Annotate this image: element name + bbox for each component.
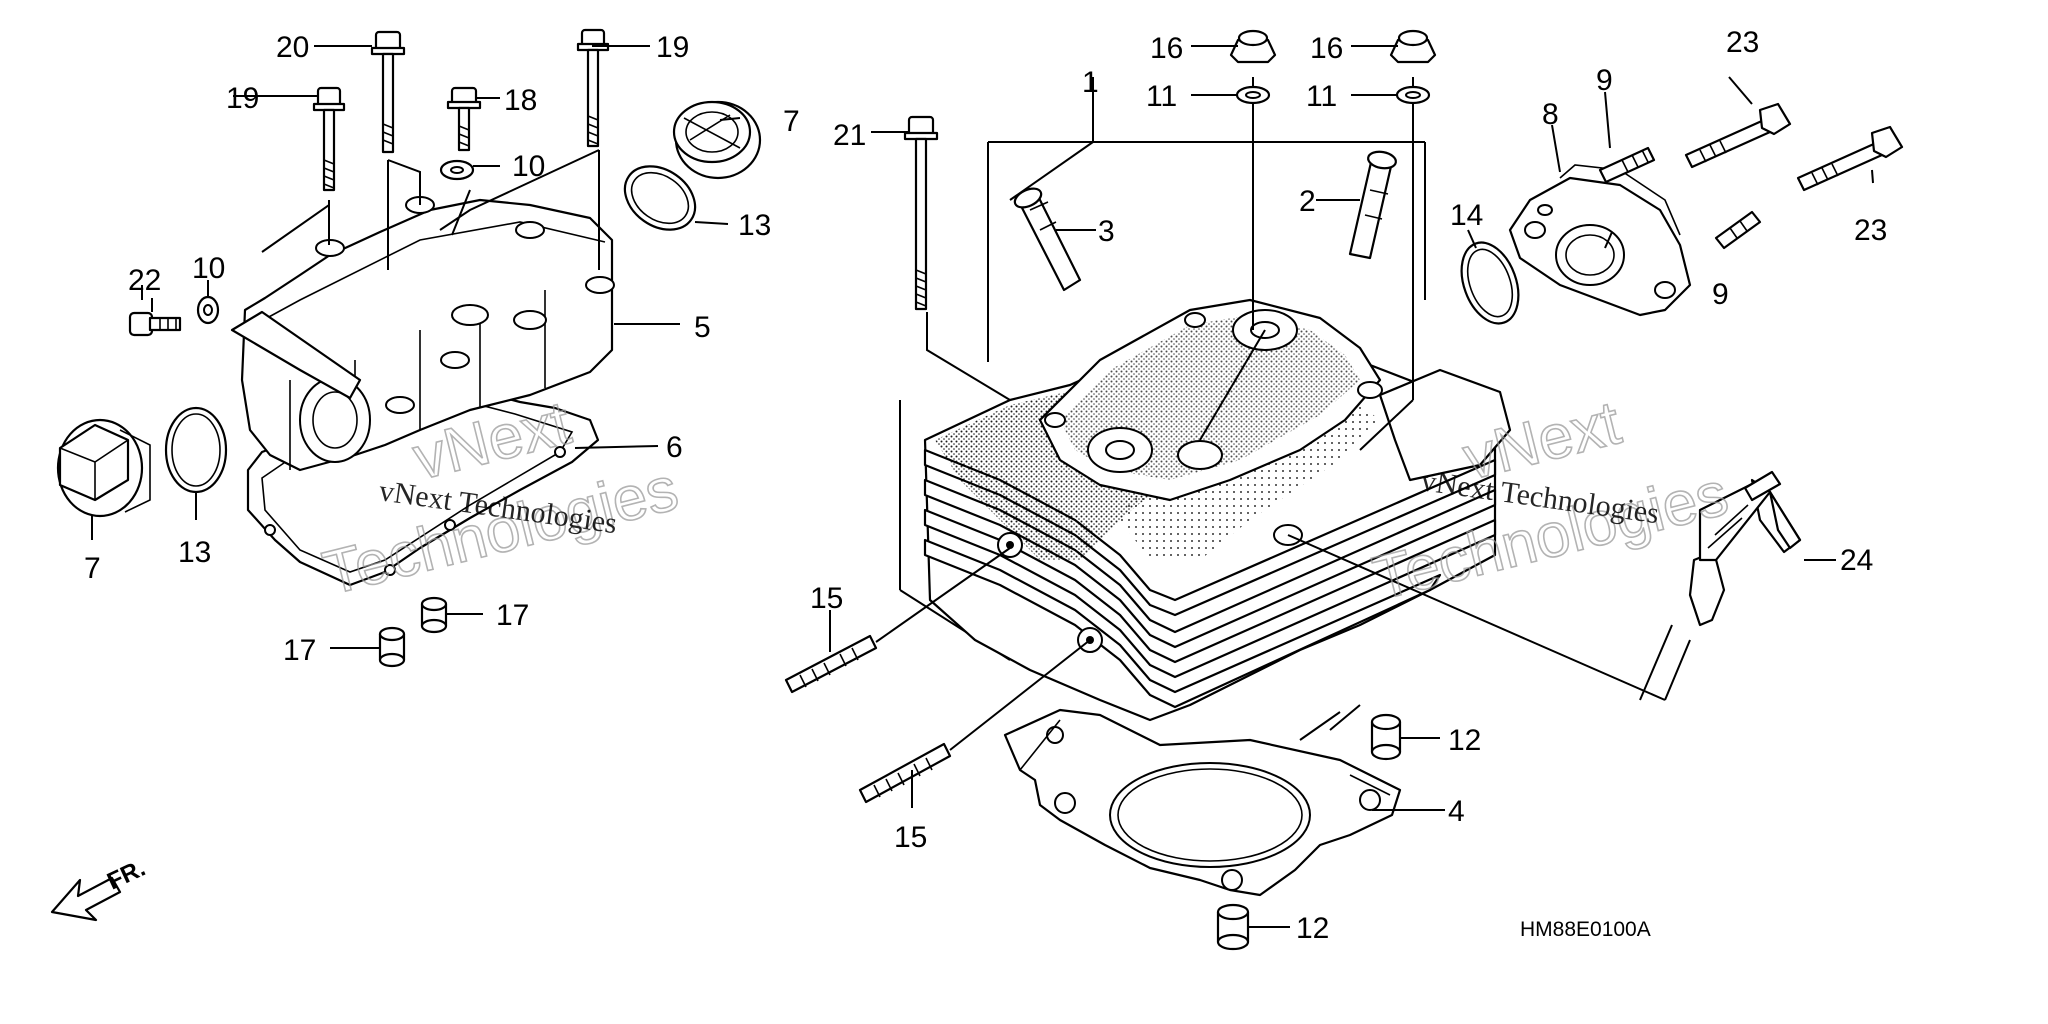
callout-22: 22 [128, 264, 161, 297]
cover-bolt-18[interactable] [446, 86, 482, 152]
flange-bolt-23b[interactable] [1796, 125, 1904, 192]
callout-12a: 12 [1448, 724, 1481, 757]
flange-bolt-23a[interactable] [1684, 102, 1792, 169]
o-ring-14[interactable] [1451, 235, 1529, 332]
callout-9b: 9 [1712, 278, 1729, 311]
dowel-pin-17b[interactable] [378, 626, 406, 668]
cover-bolt-19b[interactable] [576, 28, 610, 148]
callout-12b: 12 [1296, 912, 1329, 945]
callout-13b: 13 [738, 209, 771, 242]
dowel-pin-17a[interactable] [420, 596, 448, 634]
stud-bolt-15b[interactable] [858, 742, 952, 804]
callout-16a: 16 [1150, 32, 1183, 65]
valve-guide-2[interactable] [1348, 150, 1397, 260]
callout-8: 8 [1542, 98, 1559, 131]
callout-10b: 10 [192, 252, 225, 285]
stud-9b[interactable] [1714, 210, 1762, 250]
callout-7b: 7 [783, 105, 800, 138]
oil-filler-cap-left[interactable] [56, 418, 151, 518]
cover-bolt-20[interactable] [370, 30, 406, 154]
diagram-code: HM88E0100A [1520, 918, 1651, 941]
stud-9a[interactable] [1598, 146, 1656, 184]
callout-17a: 17 [496, 599, 529, 632]
callout-16b: 16 [1310, 32, 1343, 65]
cover-bolt-19a[interactable] [312, 86, 346, 192]
valve-guide-3[interactable] [1012, 185, 1082, 292]
washer-11b[interactable] [1395, 85, 1431, 105]
stud-bolt-15a[interactable] [784, 634, 878, 694]
callout-6: 6 [666, 431, 683, 464]
callout-3: 3 [1098, 215, 1115, 248]
callout-2: 2 [1299, 185, 1316, 218]
cap-nut-16a[interactable] [1229, 29, 1277, 64]
callout-10a: 10 [512, 150, 545, 183]
callout-labels: 1 2 3 4 5 6 7 7 8 9 9 10 10 11 11 12 12 … [84, 26, 1887, 945]
callout-19b: 19 [656, 31, 689, 64]
callout-23b: 23 [1854, 214, 1887, 247]
callout-19a: 19 [226, 82, 259, 115]
callout-18: 18 [504, 84, 537, 117]
o-ring-13-left[interactable] [164, 406, 228, 494]
callout-5: 5 [694, 311, 711, 344]
cylinder-head-group [784, 29, 1691, 951]
callout-23a: 23 [1726, 26, 1759, 59]
callout-13a: 13 [178, 536, 211, 569]
front-direction-arrow: FR. [50, 855, 150, 922]
cap-nut-16b[interactable] [1389, 29, 1437, 64]
callout-17b: 17 [283, 634, 316, 667]
callout-7a: 7 [84, 552, 101, 585]
o-ring-13-right[interactable] [613, 153, 707, 242]
callout-24: 24 [1840, 544, 1873, 577]
callout-15b: 15 [894, 821, 927, 854]
washer-11a[interactable] [1235, 85, 1271, 105]
callout-9a: 9 [1596, 64, 1613, 97]
callout-15a: 15 [810, 582, 843, 615]
valve-bores [1044, 309, 1383, 546]
dowel-pin-12b[interactable] [1216, 903, 1250, 951]
callout-14: 14 [1450, 199, 1483, 232]
intake-insulator-group [1451, 76, 1904, 701]
callout-11a: 11 [1146, 80, 1177, 113]
callout-4: 4 [1448, 795, 1465, 828]
spark-plug-24[interactable] [1688, 470, 1802, 627]
oil-filler-cap-right[interactable] [672, 100, 762, 180]
head-cover-group [56, 28, 762, 668]
callout-21: 21 [833, 119, 866, 152]
side-bolt-22[interactable] [128, 311, 182, 337]
callout-20: 20 [276, 31, 309, 64]
callout-11b: 11 [1306, 80, 1337, 113]
cylinder-head-bolt-21[interactable] [903, 115, 939, 311]
callout-1: 1 [1082, 66, 1099, 99]
dowel-pin-12a[interactable] [1370, 713, 1402, 761]
